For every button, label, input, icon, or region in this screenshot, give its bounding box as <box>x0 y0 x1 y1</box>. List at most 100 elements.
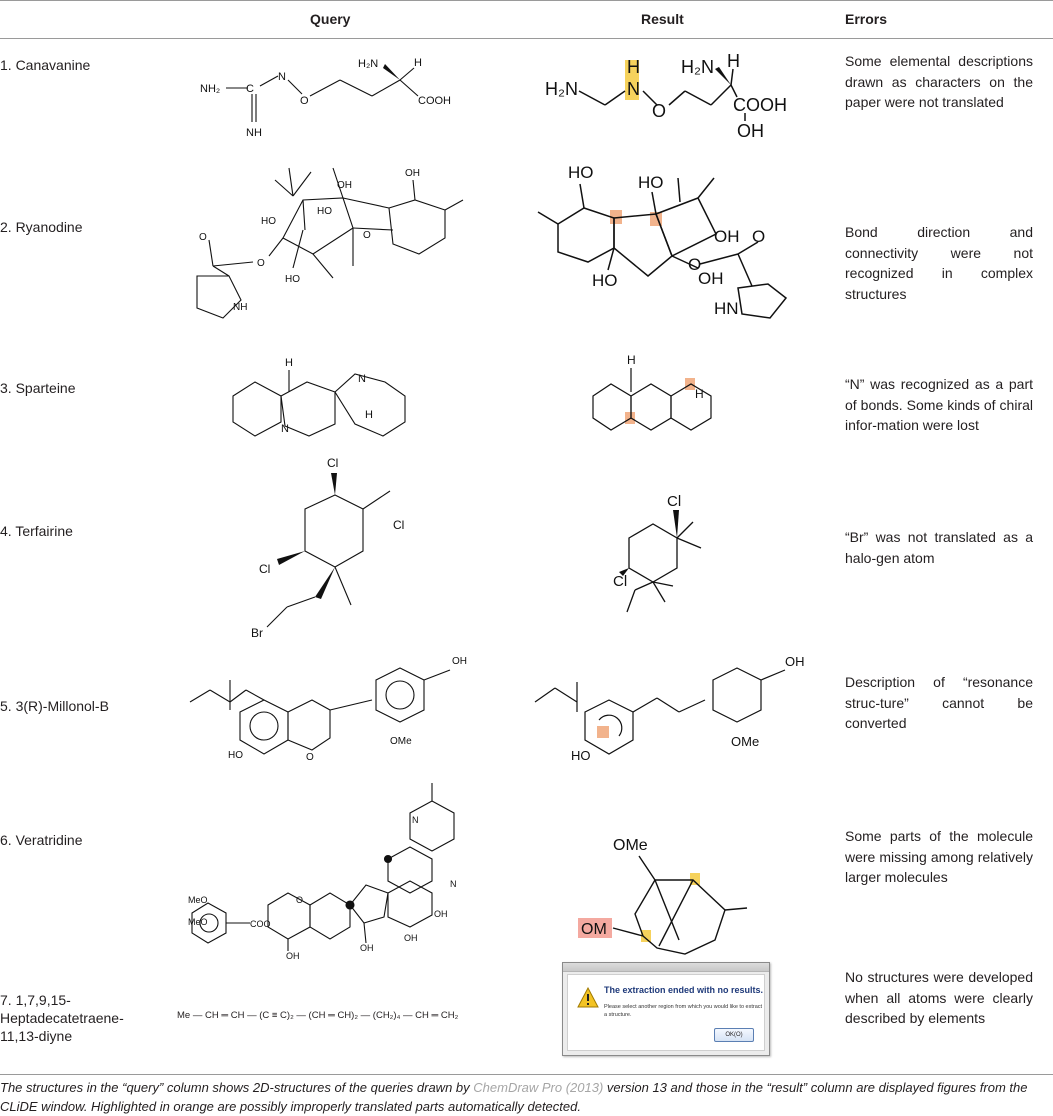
svg-text:HO: HO <box>317 206 332 217</box>
result-structure: HO HO HO OH OH O O HN <box>537 163 788 319</box>
compound-name: 4. Terfairine <box>0 523 73 539</box>
svg-text:H₂N: H₂N <box>545 79 578 99</box>
svg-text:COOH: COOH <box>733 95 787 115</box>
result-structure: HO OH OMe <box>534 654 805 763</box>
query-formula: Me — CH ═ CH — (C ≡ C)₂ — (CH ═ CH)₂ — (… <box>177 1010 459 1021</box>
svg-text:N: N <box>412 815 419 825</box>
compound-name: 1. Canavanine <box>0 57 91 73</box>
compound-name: 3. Sparteine <box>0 380 76 396</box>
svg-text:OH: OH <box>405 168 420 179</box>
svg-text:OH: OH <box>737 121 764 141</box>
svg-text:OH: OH <box>698 269 724 288</box>
svg-text:HN: HN <box>714 299 739 318</box>
no-results-dialog: The extraction ended with no results. Pl… <box>562 962 770 1056</box>
query-structure: Cl Cl Cl Br <box>251 456 404 640</box>
svg-text:O: O <box>199 232 207 243</box>
svg-text:N: N <box>278 71 286 83</box>
svg-text:NH₂: NH₂ <box>200 83 220 95</box>
svg-text:O: O <box>300 95 309 107</box>
error-description: “N” was recognized as a part of bonds. S… <box>845 376 1033 433</box>
svg-text:HO: HO <box>571 748 591 763</box>
svg-text:H: H <box>365 409 373 421</box>
compound-name: 2. Ryanodine <box>0 219 83 235</box>
svg-text:OH: OH <box>452 656 467 667</box>
svg-text:OH: OH <box>337 180 352 191</box>
svg-text:H₂N: H₂N <box>681 57 714 77</box>
svg-text:O: O <box>688 255 701 274</box>
svg-text:O: O <box>306 752 314 763</box>
svg-text:N: N <box>627 79 640 99</box>
svg-text:COO: COO <box>250 919 271 929</box>
error-description: No structures were developed when all at… <box>845 969 1033 1026</box>
compound-name: 6. Veratridine <box>0 832 83 848</box>
svg-text:OH: OH <box>434 909 448 919</box>
errors-column-header: Errors <box>845 11 888 27</box>
ok-button[interactable]: OK(O) <box>714 1028 754 1042</box>
compound-name: 7. 1,7,9,15-Heptadecatetraene-11,13-diyn… <box>0 992 124 1044</box>
dialog-body: The extraction ended with no results. Pl… <box>567 974 765 1051</box>
svg-text:HO: HO <box>228 750 243 761</box>
warning-icon <box>577 987 599 1008</box>
svg-text:H: H <box>695 387 704 401</box>
svg-text:Cl: Cl <box>393 518 404 532</box>
error-description: “Br” was not translated as a halo-gen at… <box>845 529 1033 566</box>
svg-text:N: N <box>281 423 289 435</box>
error-description: Some elemental descriptions drawn as cha… <box>845 53 1033 110</box>
svg-text:H₂N: H₂N <box>358 58 378 70</box>
result-structure: H₂N NH O COOH OH H₂N H <box>545 51 787 141</box>
query-structure: NH₂ NH C N O COOH H₂N H <box>200 57 451 139</box>
dialog-title: The extraction ended with no results. <box>604 985 764 995</box>
svg-text:HO: HO <box>261 216 276 227</box>
svg-text:O: O <box>652 101 666 121</box>
svg-text:HO: HO <box>285 274 300 285</box>
svg-text:H: H <box>414 57 422 69</box>
svg-text:H: H <box>627 353 636 367</box>
error-description: Some parts of the molecule were missing … <box>845 828 1033 885</box>
svg-text:OH: OH <box>286 951 300 961</box>
svg-text:OMe: OMe <box>613 837 648 854</box>
svg-text:N: N <box>450 879 457 889</box>
svg-text:COOH: COOH <box>418 95 451 107</box>
svg-text:HO: HO <box>592 271 618 290</box>
svg-text:NH: NH <box>246 127 262 139</box>
caption-text: version 13 and those in the “result” col… <box>0 1080 1028 1114</box>
svg-text:OMe: OMe <box>390 736 412 747</box>
svg-text:OH: OH <box>404 933 418 943</box>
svg-text:OH: OH <box>785 654 805 669</box>
svg-text:H: H <box>627 57 640 77</box>
result-column-header: Result <box>641 11 684 27</box>
svg-text:O: O <box>363 230 371 241</box>
result-structure: H H <box>592 353 712 431</box>
svg-text:Cl: Cl <box>667 493 681 510</box>
svg-text:Br: Br <box>251 626 263 640</box>
svg-text:H: H <box>727 51 740 71</box>
query-structure: O HO OH OMe <box>189 656 467 763</box>
svg-text:C: C <box>246 83 254 95</box>
svg-text:OH: OH <box>714 227 740 246</box>
dialog-message: Please select another region from which … <box>604 1004 763 1018</box>
error-description: Bond direction and connectivity were not… <box>845 224 1033 302</box>
result-structure: Cl Cl <box>613 493 702 613</box>
query-structure: MeO MeO COO OH O OH OH OH N N <box>188 783 457 961</box>
svg-text:MeO: MeO <box>188 917 208 927</box>
svg-text:N: N <box>358 373 366 385</box>
svg-text:HO: HO <box>568 163 594 182</box>
table-header: Query Result Errors <box>0 0 1053 39</box>
svg-text:H: H <box>285 357 293 369</box>
error-description: Description of “resonance struc-ture” ca… <box>845 674 1033 731</box>
svg-text:Cl: Cl <box>327 456 338 470</box>
svg-text:Cl: Cl <box>259 562 270 576</box>
dialog-titlebar <box>563 963 769 972</box>
svg-text:OMe: OMe <box>731 734 759 749</box>
svg-text:MeO: MeO <box>188 895 208 905</box>
chemdraw-link[interactable]: ChemDraw Pro (2013) <box>473 1080 604 1095</box>
svg-text:OM: OM <box>581 921 607 938</box>
query-column-header: Query <box>310 11 351 27</box>
result-structure: OMe OM <box>578 837 748 955</box>
caption-text: The structures in the “query” column sho… <box>0 1080 474 1095</box>
svg-text:OH: OH <box>360 943 374 953</box>
svg-text:HO: HO <box>638 173 664 192</box>
table-caption: The structures in the “query” column sho… <box>0 1074 1053 1116</box>
query-structure: N N H H <box>232 357 406 437</box>
